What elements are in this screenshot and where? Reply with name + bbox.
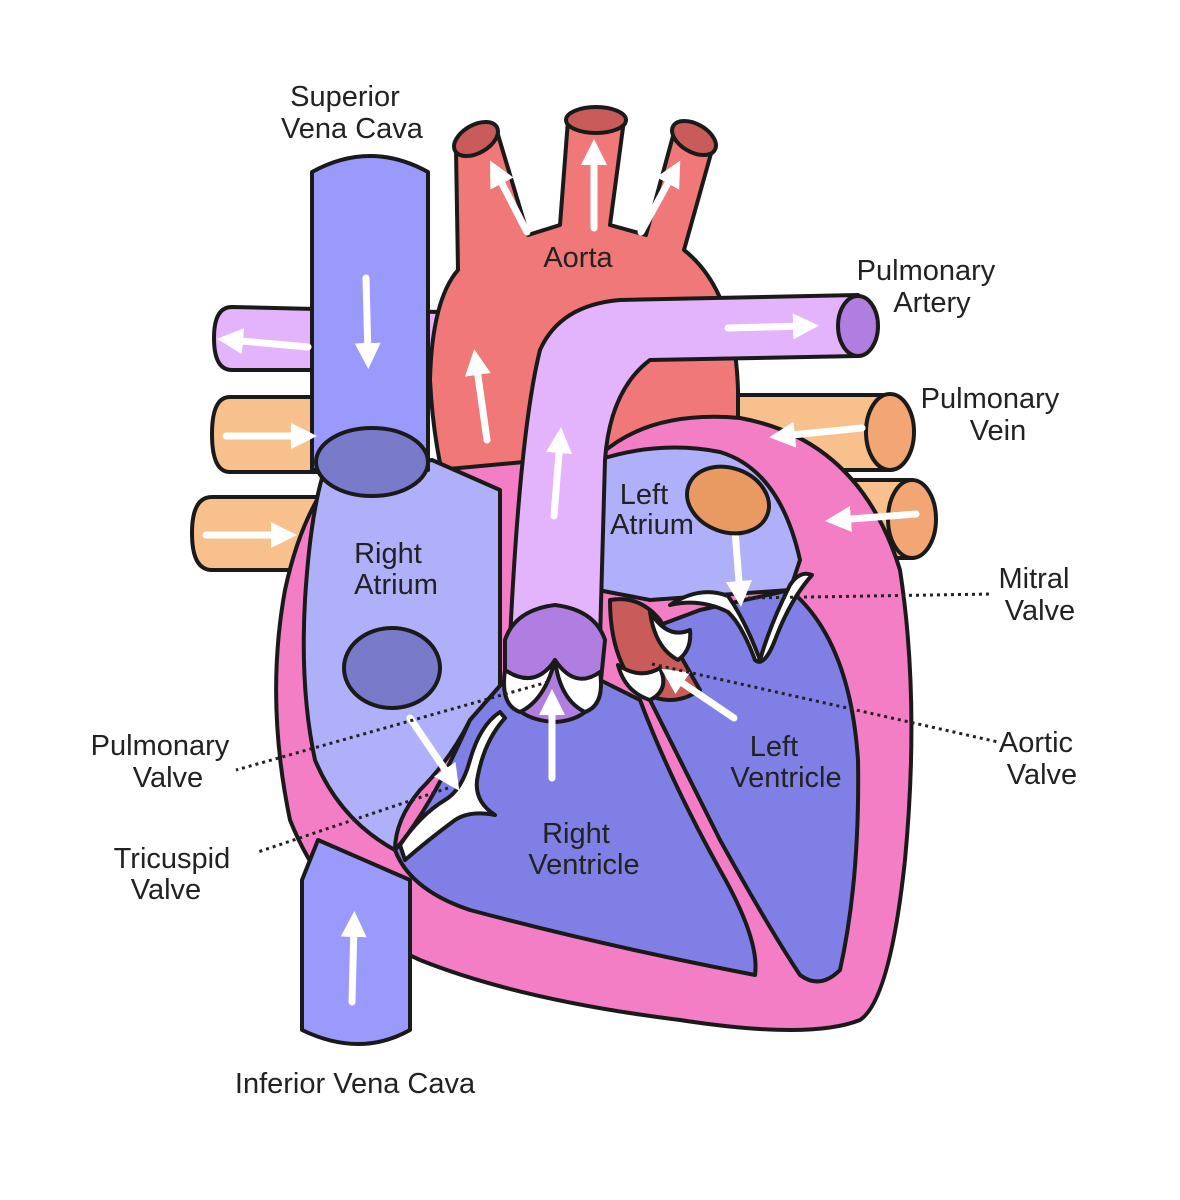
flow-arrow-pa-trunk (546, 427, 572, 520)
labels: Superior Vena Cava Aorta Pulmonary Arter… (91, 81, 1081, 1100)
tricuspid-valve (398, 710, 507, 862)
tricuspid-valve-label: Tricuspid Valve (114, 843, 239, 906)
left-atrium-label: Left Atrium (610, 479, 694, 541)
pulmonary-artery-label: Pulmonary Artery (857, 255, 1004, 319)
pulmonary-valve (502, 603, 607, 724)
leader-pulmonary-valve (235, 680, 549, 772)
pulmonary-valve-label: Pulmonary Valve (91, 730, 238, 794)
pulmonary-artery (508, 293, 880, 642)
leader-lines (235, 592, 999, 854)
flow-arrow-left-pa (217, 328, 312, 355)
aorta-branch-opening-right (670, 118, 718, 158)
flow-arrow-ivc (340, 911, 367, 1006)
flow-arrow-right-pv-lower (825, 506, 920, 532)
aorta-branch-opening-left (452, 119, 500, 159)
flow-arrow-right-pa (724, 313, 819, 340)
inferior-vena-cava-label: Inferior Vena Cava (235, 1068, 476, 1100)
flow-arrow-tricuspid (406, 714, 460, 791)
flow-arrow-aorta-right (637, 160, 681, 236)
pulmonary-artery-opening (836, 294, 880, 358)
flow-arrow-aorta-left (490, 160, 531, 236)
leader-mitral-valve (747, 592, 993, 600)
mitral-valve (668, 571, 814, 664)
mitral-valve-label: Mitral Valve (999, 563, 1078, 627)
ivc-opening (342, 626, 442, 710)
aortic-valve-label: Aortic Valve (999, 727, 1081, 791)
leader-aortic-valve (651, 662, 999, 744)
left-ventricle-label: Left Ventricle (730, 731, 841, 794)
pulmonary-vein-label: Pulmonary Vein (921, 383, 1068, 447)
flow-arrow-right-pv-upper (769, 421, 866, 448)
flow-arrow-ascending-aorta (464, 349, 491, 444)
superior-vena-cava-label: Superior Vena Cava (281, 81, 424, 145)
flow-arrow-svc (354, 274, 381, 369)
right-ventricle-label: Right Ventricle (528, 818, 639, 881)
flow-arrow-left-ventricle (661, 668, 738, 722)
flow-arrows (202, 139, 920, 1006)
leader-tricuspid-valve (257, 786, 449, 854)
svc-opening (314, 426, 430, 498)
aorta-label: Aorta (543, 242, 613, 274)
right-atrium-label: Right Atrium (354, 538, 438, 601)
left-atrium-pv-opening (685, 464, 771, 536)
aorta-branch-opening-middle (564, 105, 628, 135)
